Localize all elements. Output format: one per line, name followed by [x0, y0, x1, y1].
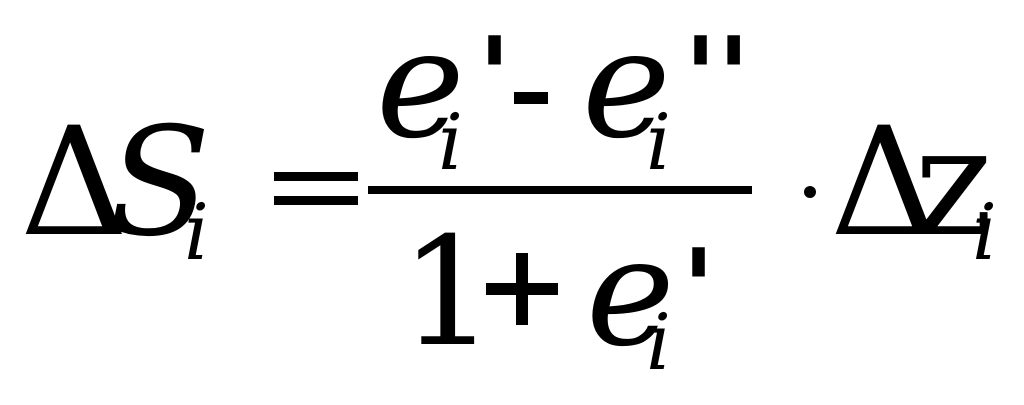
denominator-term-base: e: [586, 206, 675, 380]
numerator-term1-prime: ': [478, 15, 512, 140]
numerator-term1-subscript: i: [438, 98, 463, 188]
denominator-one: 1: [400, 206, 496, 380]
rhs-variable: z: [914, 96, 994, 270]
numerator-term1-base: e: [376, 0, 465, 172]
rhs-subscript: i: [972, 188, 997, 278]
lhs-delta: Δ: [20, 96, 129, 270]
denominator-plus-vertical: [516, 253, 528, 325]
equals-sign-bottom: [274, 196, 358, 205]
numerator-term2-prime: '': [684, 15, 751, 140]
rhs-delta: Δ: [830, 96, 939, 270]
denominator-term-prime: ': [682, 227, 716, 352]
denominator-term-subscript: i: [646, 298, 671, 388]
numerator-term2-base: e: [582, 0, 671, 172]
lhs-subscript: i: [184, 188, 209, 278]
numerator-term2-subscript: i: [646, 98, 671, 188]
numerator-minus: [514, 92, 548, 104]
equals-sign-top: [274, 172, 358, 181]
fraction-bar: [368, 186, 752, 194]
multiply-dot: [804, 186, 816, 198]
lhs-variable: S: [108, 96, 211, 270]
